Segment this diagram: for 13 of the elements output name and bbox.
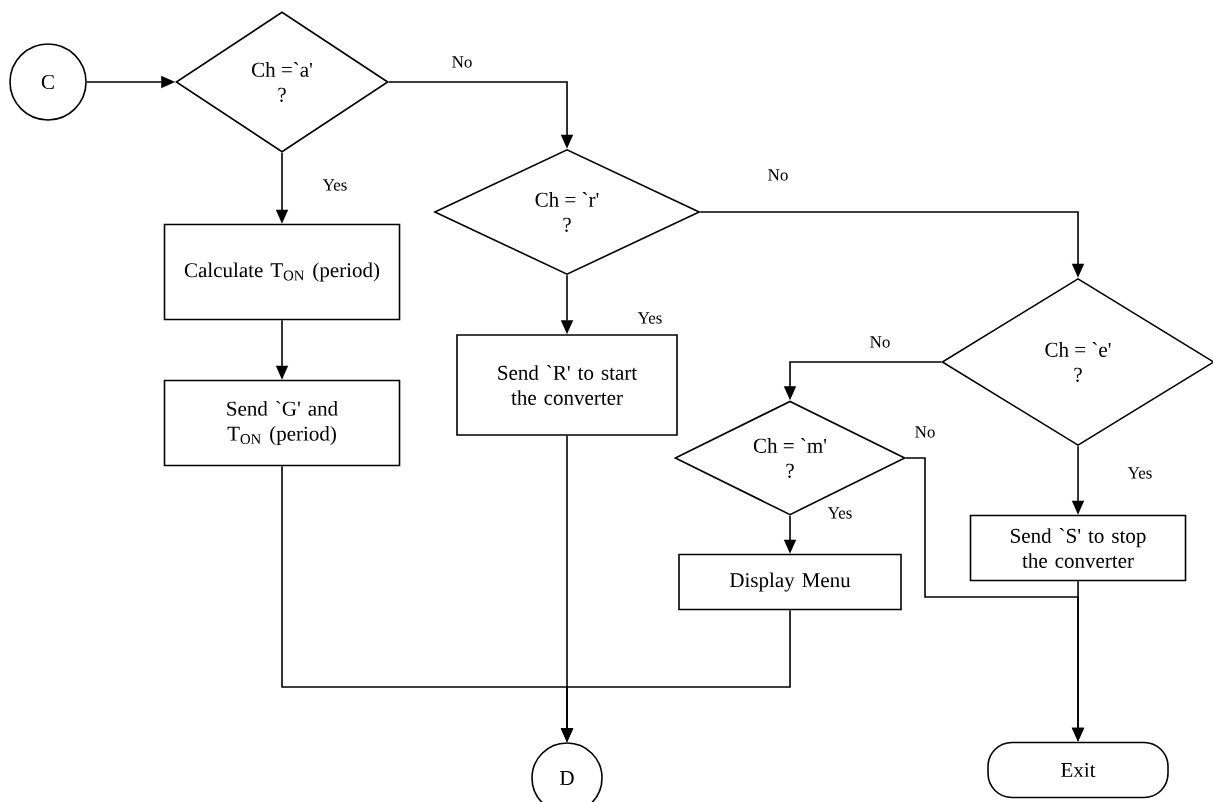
edge-label: Yes [320, 177, 350, 193]
process-box: Send `S' to stop the converter [969, 514, 1187, 582]
process-box: Calculate T$_{ON}$ (period) [163, 223, 401, 321]
process-box: Send `R' to start the converter [456, 334, 678, 436]
edge-label: No [449, 54, 475, 70]
process-box: Send `G' and T$_{ON}$ (period) [163, 379, 401, 467]
edge-label: Yes [1125, 465, 1155, 481]
edge-label: No [912, 424, 938, 440]
process-box: Display Menu [678, 553, 902, 611]
edge-label: Yes [635, 310, 665, 326]
edge-label: No [867, 334, 893, 350]
edge-label: No [765, 167, 791, 183]
terminal-box: Exit [987, 741, 1169, 799]
